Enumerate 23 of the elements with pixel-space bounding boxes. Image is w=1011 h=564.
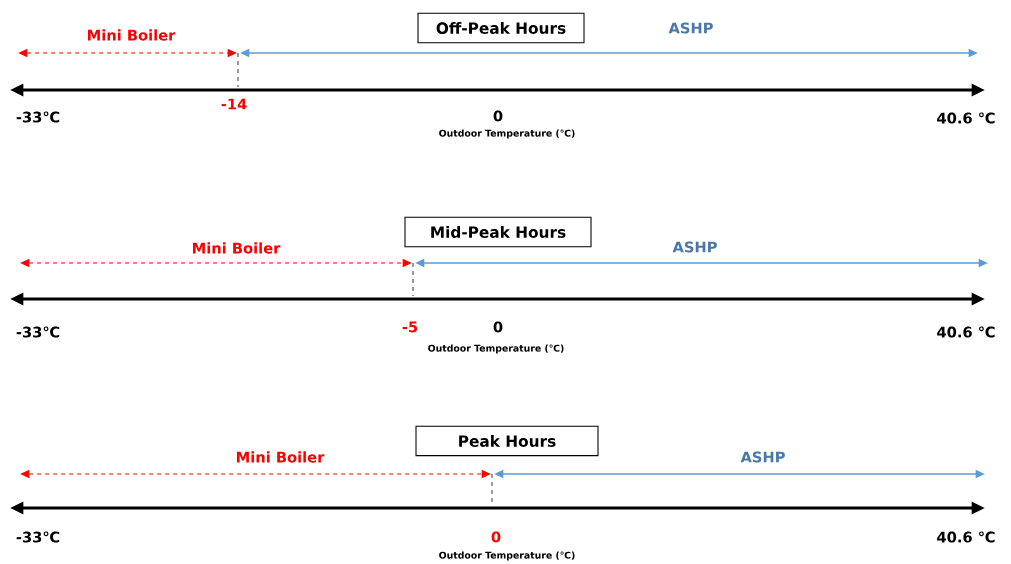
range-label: Mini Boiler: [237, 451, 325, 463]
title-box: Off-Peak Hours: [417, 12, 585, 44]
threshold-label: 0: [491, 531, 501, 543]
range-label: ASHP: [668, 22, 713, 34]
axis-label: 40.6 ℃: [937, 531, 995, 543]
range-label: ASHP: [740, 451, 785, 463]
range-label: Mini Boiler: [88, 29, 176, 41]
axis-label: 0: [493, 110, 503, 122]
range-label: ASHP: [672, 241, 717, 253]
axis-label: -33℃: [16, 531, 60, 543]
axis-label: 40.6 ℃: [937, 326, 995, 338]
title-box: Mid-Peak Hours: [404, 216, 592, 248]
axis-label: -33℃: [16, 326, 60, 338]
axis-label: -33℃: [16, 111, 60, 123]
title-box: Peak Hours: [415, 425, 599, 457]
range-label: Mini Boiler: [193, 242, 281, 254]
axis-title: Outdoor Temperature (℃): [439, 551, 575, 561]
axis-label: 0: [493, 321, 503, 333]
axis-title: Outdoor Temperature (℃): [428, 344, 564, 354]
axis-label: 40.6 ℃: [937, 112, 995, 124]
threshold-label: -14: [221, 98, 247, 110]
threshold-label: -5: [402, 321, 418, 333]
axis-title: Outdoor Temperature (℃): [439, 129, 575, 139]
